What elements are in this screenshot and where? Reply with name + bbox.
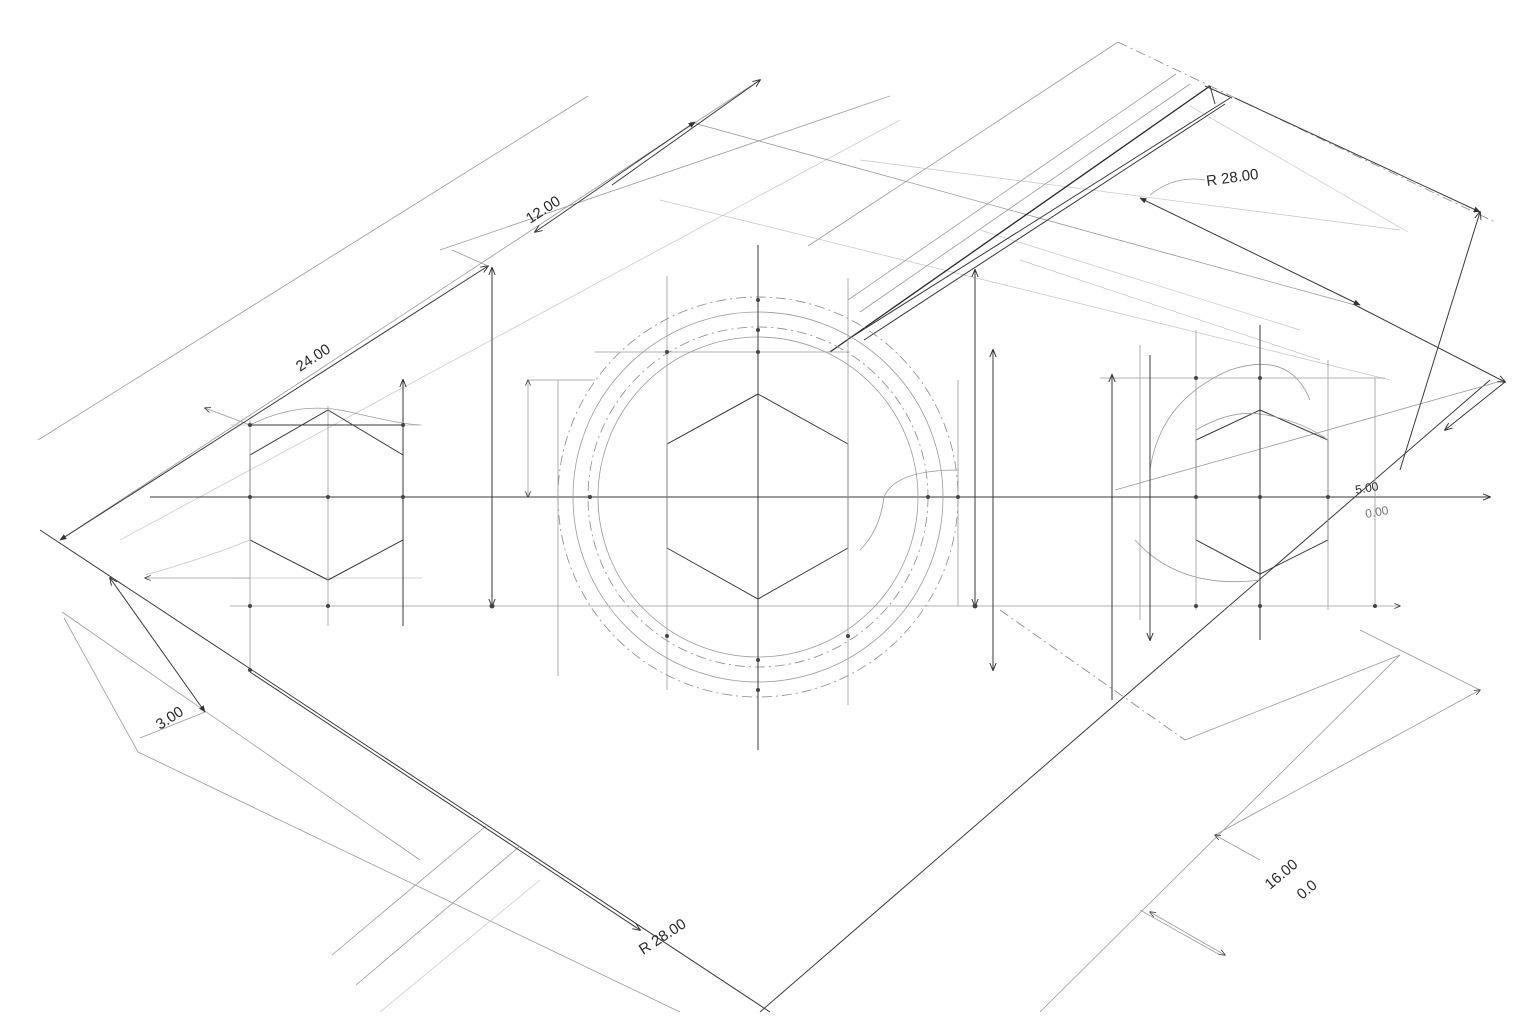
dimension-lines [60,80,1505,955]
dimension-labels: 12.00 24.00 R 28.00 3.00 R 28.00 16.00 0… [153,166,1390,959]
left-hexagon [145,380,421,672]
dim-r28-top: R 28.00 [1205,166,1259,190]
construction-lines [37,41,1506,1013]
right-hexagon [1112,325,1377,700]
dim-r28-bottom: R 28.00 [636,915,689,958]
dim-5: 5.00 [1354,479,1380,497]
dim-24: 24.00 [293,341,334,376]
dim-0-bottom: 0.0 [1294,877,1321,903]
center-part [490,245,994,750]
handle-bar [829,73,1233,353]
dim-0-right: 0.00 [1364,503,1390,521]
dim-3: 3.00 [153,703,187,733]
